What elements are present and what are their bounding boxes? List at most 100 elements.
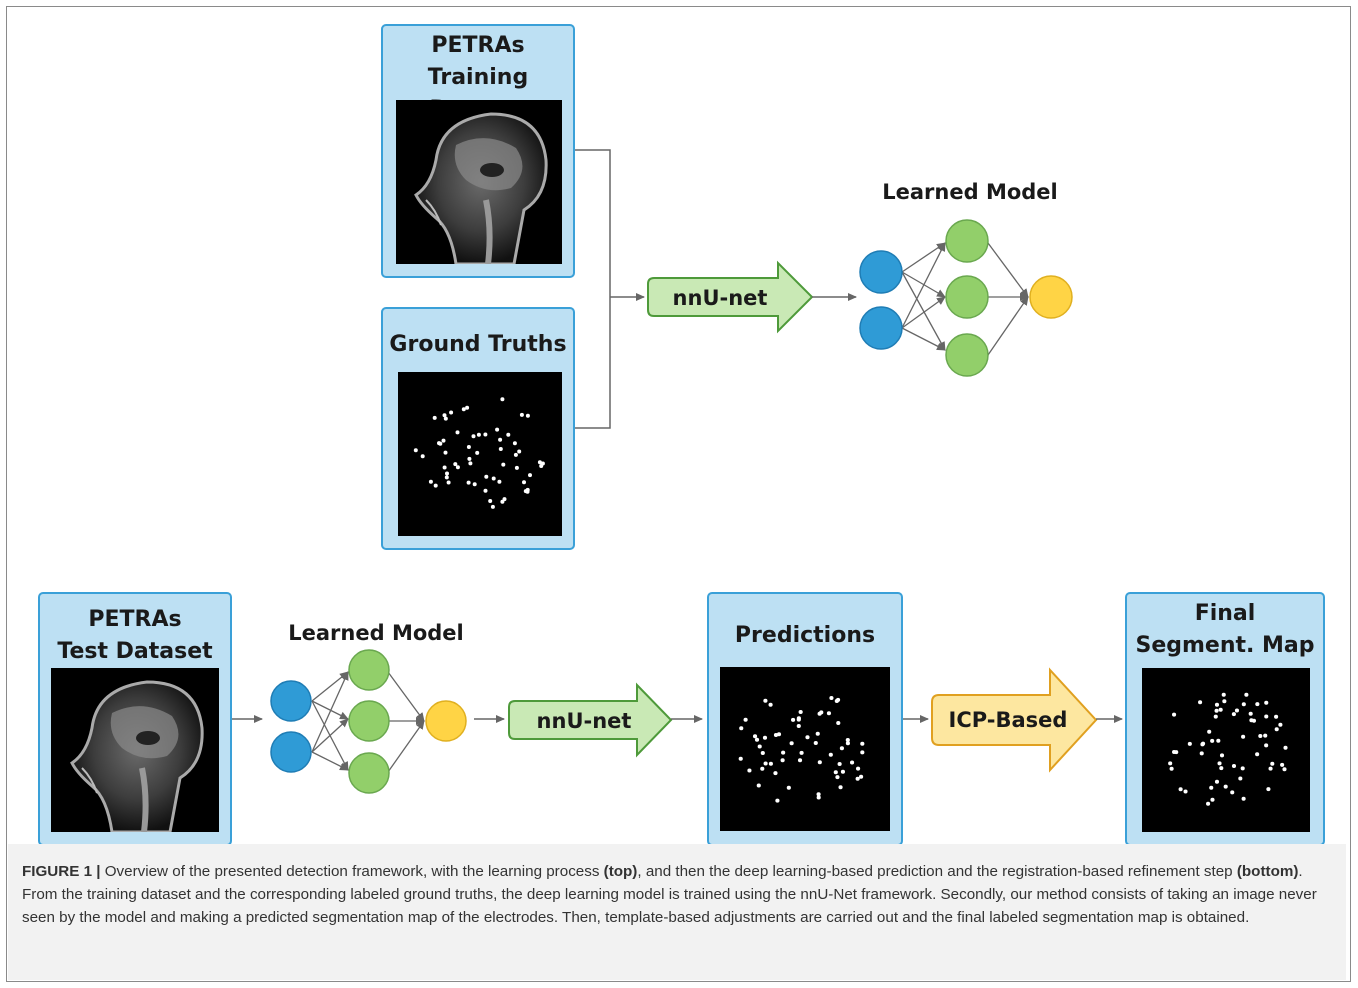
- electrode-dot: [1230, 790, 1235, 795]
- output-node: [1029, 275, 1073, 319]
- electrode-dot: [1222, 699, 1227, 704]
- bottom-nnunet-arrow: [508, 682, 673, 758]
- caption-figure-label: FIGURE 1 |: [22, 863, 101, 880]
- electrode-dot: [1241, 702, 1246, 707]
- electrode-dot: [797, 758, 803, 763]
- electrode-dot: [1172, 712, 1177, 717]
- input-node: [859, 250, 903, 294]
- electrode-dot: [835, 775, 840, 780]
- electrode-dot: [763, 761, 768, 766]
- electrode-dot: [1248, 711, 1253, 716]
- electrode-dot: [495, 427, 500, 432]
- electrode-dot: [413, 448, 418, 453]
- electrode-dot: [461, 407, 466, 412]
- electrode-dot: [1255, 702, 1260, 707]
- electrode-dot: [475, 450, 480, 455]
- final-map-box: Final Segment. Map: [1125, 592, 1325, 846]
- electrode-dot: [1263, 733, 1268, 738]
- electrode-dot: [445, 471, 449, 476]
- electrode-dot: [798, 710, 803, 714]
- electrode-dot: [796, 717, 801, 722]
- electrode-dot: [1210, 797, 1215, 802]
- electrode-dot: [840, 769, 846, 774]
- electrode-dot: [472, 482, 477, 487]
- electrode-dot: [856, 766, 861, 771]
- electrode-dot: [1178, 787, 1183, 792]
- electrode-dot: [1270, 761, 1275, 766]
- figure-frame: [6, 6, 1351, 982]
- electrode-dot: [1218, 707, 1223, 712]
- electrode-dot: [437, 441, 441, 446]
- electrode-dot: [449, 410, 454, 415]
- electrode-dot: [860, 741, 865, 746]
- electrode-dot: [816, 795, 821, 800]
- electrode-dot: [428, 479, 433, 484]
- electrode-dot: [796, 724, 801, 728]
- hidden-node: [348, 649, 390, 691]
- electrode-dot: [522, 480, 526, 485]
- final-map-image: [1142, 668, 1310, 832]
- bottom-nnunet-label: nnU-net: [537, 709, 632, 733]
- electrode-dot: [466, 480, 471, 485]
- electrode-dot: [1209, 785, 1214, 790]
- electrode-dot: [1219, 753, 1225, 758]
- electrode-dot: [476, 432, 481, 437]
- ground-truths-box: Ground Truths: [381, 307, 575, 550]
- electrode-dot: [1282, 767, 1287, 772]
- electrode-dot: [773, 771, 778, 776]
- electrode-dot: [817, 711, 822, 716]
- electrode-dot: [446, 480, 451, 485]
- electrode-dot: [514, 465, 519, 470]
- electrode-dot: [1168, 761, 1173, 766]
- electrode-dot: [760, 766, 765, 771]
- electrode-dot: [1251, 718, 1257, 723]
- electrode-dot: [1183, 789, 1188, 794]
- electrode-dot: [836, 721, 841, 725]
- bottom-network-edges: [311, 671, 425, 773]
- top-model-title: Learned Model: [882, 180, 1058, 204]
- electrode-dot: [1231, 712, 1236, 717]
- predictions-title: Predictions: [734, 623, 876, 648]
- final-map-title: Final Segment. Map: [1135, 601, 1315, 658]
- electrode-dot: [513, 452, 518, 457]
- electrode-dot: [1214, 779, 1220, 784]
- electrode-dot: [839, 746, 844, 751]
- electrode-dot: [483, 488, 488, 493]
- electrode-dot: [441, 438, 446, 443]
- electrode-dot: [1221, 692, 1226, 697]
- electrode-dot: [1234, 708, 1240, 713]
- electrode-dot: [815, 731, 820, 736]
- electrode-dot: [1214, 702, 1220, 707]
- hidden-node: [348, 752, 390, 794]
- electrode-dot: [768, 761, 773, 766]
- bracket-connector: [575, 149, 611, 429]
- electrode-dot: [838, 785, 843, 790]
- electrode-dot: [1266, 787, 1271, 792]
- electrode-dot: [1264, 743, 1269, 748]
- bottom-model-title: Learned Model: [288, 621, 464, 645]
- electrode-dot: [835, 697, 841, 702]
- electrode-dot: [443, 450, 448, 455]
- hidden-node: [945, 219, 989, 263]
- electrode-dot: [498, 437, 503, 442]
- input-node: [859, 306, 903, 350]
- electrode-dot: [453, 462, 458, 467]
- electrode-dot: [490, 504, 495, 509]
- electrode-dot: [791, 717, 796, 722]
- electrode-dot: [1283, 745, 1288, 750]
- output-node: [425, 700, 467, 742]
- icp-label: ICP-Based: [949, 708, 1068, 732]
- electrode-dot: [816, 792, 821, 797]
- electrode-dot: [455, 465, 460, 470]
- top-network-edges: [901, 242, 1029, 356]
- electrode-dot: [1199, 751, 1204, 756]
- electrode-dot: [756, 783, 761, 788]
- electrode-dot: [488, 499, 493, 503]
- electrode-dot: [1217, 761, 1222, 766]
- electrode-dot: [432, 415, 437, 420]
- electrode-dot: [471, 434, 476, 439]
- hidden-node: [945, 275, 989, 319]
- electrode-dot: [512, 441, 517, 446]
- electrode-dot: [1206, 801, 1211, 806]
